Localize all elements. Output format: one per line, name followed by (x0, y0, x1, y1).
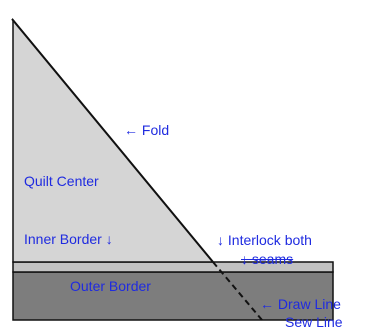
outer-border-band (12, 271, 334, 321)
interlock-label: ↓ Interlock both (217, 232, 312, 248)
quilt-center-label: Quilt Center (24, 173, 99, 189)
inner-border-label: Inner Border ↓ (24, 231, 113, 247)
draw-sew-line (212, 261, 263, 321)
sew-line-label: Sew Line (285, 314, 343, 330)
fold-label: ← Fold (124, 122, 170, 138)
outer-border-label: Outer Border (70, 278, 151, 294)
seams-label: ↓ seams (241, 251, 294, 267)
draw-line-label: ← Draw Line (260, 296, 341, 312)
fold-line (11, 18, 214, 263)
